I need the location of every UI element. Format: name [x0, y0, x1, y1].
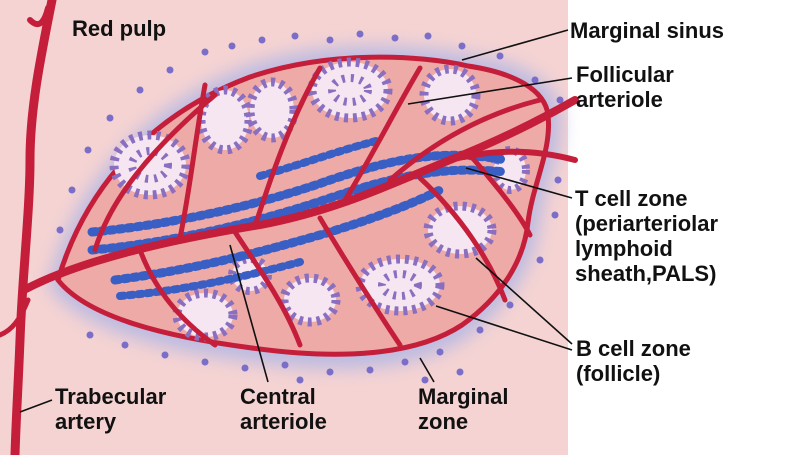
label-marginal-sinus: Marginal sinus [570, 18, 724, 43]
label-t-cell-line4: sheath,PALS) [575, 261, 718, 286]
label-marginal-zone-line1: Marginal [418, 384, 508, 409]
label-central-line1: Central [240, 384, 327, 409]
label-t-cell-line1: T cell zone [575, 186, 718, 211]
label-follicular-arteriole: Follicular arteriole [576, 62, 674, 112]
label-marginal-sinus-text: Marginal sinus [570, 18, 724, 43]
label-t-cell-zone: T cell zone (periarteriolar lymphoid she… [575, 186, 718, 286]
label-b-cell-line1: B cell zone [576, 336, 691, 361]
label-trabecular-artery: Trabecular artery [55, 384, 166, 434]
label-t-cell-line2: (periarteriolar [575, 211, 718, 236]
label-trabecular-line1: Trabecular [55, 384, 166, 409]
label-t-cell-line3: lymphoid [575, 236, 718, 261]
label-follicular-line2: arteriole [576, 87, 674, 112]
label-b-cell-zone: B cell zone (follicle) [576, 336, 691, 386]
label-b-cell-line2: (follicle) [576, 361, 691, 386]
label-red-pulp-text: Red pulp [72, 16, 166, 41]
label-central-arteriole: Central arteriole [240, 384, 327, 434]
label-marginal-zone: Marginal zone [418, 384, 508, 434]
label-red-pulp: Red pulp [72, 16, 166, 41]
label-trabecular-line2: artery [55, 409, 166, 434]
label-marginal-zone-line2: zone [418, 409, 508, 434]
label-follicular-line1: Follicular [576, 62, 674, 87]
label-central-line2: arteriole [240, 409, 327, 434]
